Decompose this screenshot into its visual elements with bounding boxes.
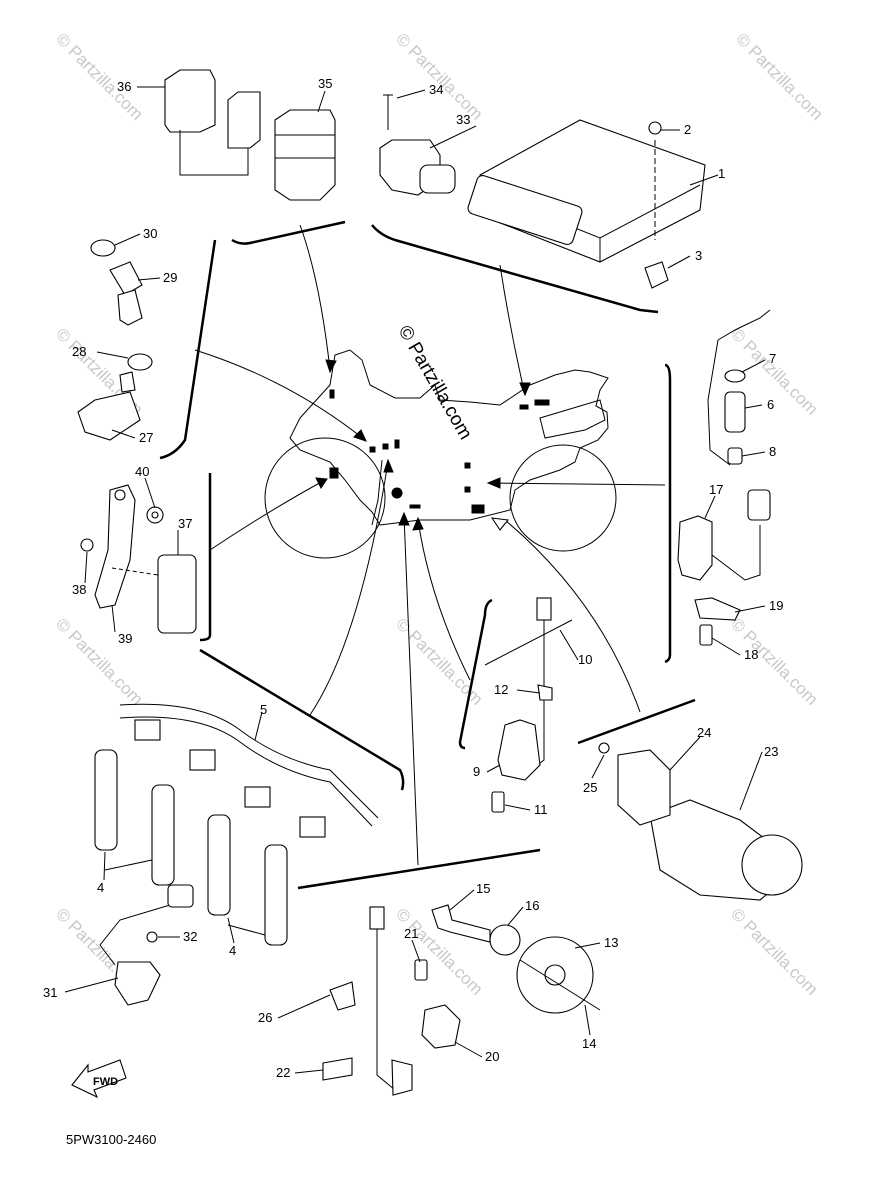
part-number-6: 6 bbox=[767, 397, 774, 412]
fwd-arrow: FWD bbox=[71, 1059, 127, 1099]
watermark: © Partzilla.com bbox=[392, 29, 486, 123]
watermark: © Partzilla.com bbox=[727, 614, 821, 708]
part-number-2: 2 bbox=[684, 122, 691, 137]
rotor-13-16-drawing bbox=[431, 904, 601, 1014]
part-number-34: 34 bbox=[429, 82, 443, 97]
part-number-24: 24 bbox=[697, 725, 711, 740]
watermark: © Partzilla.com bbox=[392, 614, 486, 708]
diagram-code: 5PW3100-2460 bbox=[66, 1132, 156, 1147]
part-number-37: 37 bbox=[178, 516, 192, 531]
part-number-9: 9 bbox=[473, 764, 480, 779]
part-number-30: 30 bbox=[143, 226, 157, 241]
wiring-harness-5-drawing bbox=[119, 703, 379, 838]
relay-35-drawing bbox=[274, 109, 336, 201]
sensor-17-19-drawing bbox=[677, 489, 771, 646]
part-number-40: 40 bbox=[135, 464, 149, 479]
bracket-37-40-drawing bbox=[80, 484, 197, 634]
ecu-1-drawing bbox=[467, 119, 706, 289]
part-number-1: 1 bbox=[718, 166, 725, 181]
leader-arrowheads bbox=[315, 359, 531, 531]
watermark-center: © Partzilla.com bbox=[394, 322, 476, 443]
sensor-27-28-drawing bbox=[77, 353, 153, 441]
part-number-28: 28 bbox=[72, 344, 86, 359]
part-number-36: 36 bbox=[117, 79, 131, 94]
part-number-38: 38 bbox=[72, 582, 86, 597]
part-number-10: 10 bbox=[578, 652, 592, 667]
watermark: © Partzilla.com bbox=[727, 904, 821, 998]
part-number-33: 33 bbox=[456, 112, 470, 127]
sensor-33-drawing bbox=[379, 94, 456, 196]
watermark: © Partzilla.com bbox=[52, 614, 146, 708]
part-number-27: 27 bbox=[139, 430, 153, 445]
part-number-16: 16 bbox=[525, 898, 539, 913]
part-number-13: 13 bbox=[604, 935, 618, 950]
sensor-6-8-drawing bbox=[707, 309, 771, 466]
bracket-lines bbox=[159, 220, 696, 890]
part-number-4a: 4 bbox=[97, 880, 104, 895]
part-number-7: 7 bbox=[769, 351, 776, 366]
part-number-14: 14 bbox=[582, 1036, 596, 1051]
component-markers bbox=[329, 389, 550, 514]
part-number-22: 22 bbox=[276, 1065, 290, 1080]
sensor-23-25-drawing bbox=[598, 742, 803, 901]
part-leader-lines bbox=[64, 86, 766, 1074]
part-number-31: 31 bbox=[43, 985, 57, 1000]
part-number-21: 21 bbox=[404, 926, 418, 941]
sensor-31-32-drawing bbox=[99, 884, 194, 1006]
part-number-26: 26 bbox=[258, 1010, 272, 1025]
part-number-4b: 4 bbox=[229, 943, 236, 958]
ignition-coil-4-drawing bbox=[94, 749, 288, 946]
part-number-35: 35 bbox=[318, 76, 332, 91]
fwd-label: FWD bbox=[93, 1076, 118, 1088]
watermark: © Partzilla.com bbox=[52, 29, 146, 123]
part-number-3: 3 bbox=[695, 248, 702, 263]
part-number-19: 19 bbox=[769, 598, 783, 613]
part-number-11: 11 bbox=[534, 802, 548, 817]
part-number-12: 12 bbox=[494, 682, 508, 697]
part-number-29: 29 bbox=[163, 270, 177, 285]
sensor-20-22-26-drawing bbox=[322, 906, 461, 1096]
part-number-20: 20 bbox=[485, 1049, 499, 1064]
relay-36-drawing bbox=[164, 69, 261, 176]
part-number-39: 39 bbox=[118, 631, 132, 646]
part-number-8: 8 bbox=[769, 444, 776, 459]
part-number-labels: 1 2 3 4 4 5 6 7 8 9 10 11 12 13 14 15 16… bbox=[43, 76, 783, 1080]
part-number-15: 15 bbox=[476, 881, 490, 896]
watermark: © Partzilla.com bbox=[732, 29, 826, 123]
switch-29-30-drawing bbox=[90, 239, 143, 326]
part-number-17: 17 bbox=[709, 482, 723, 497]
part-number-25: 25 bbox=[583, 780, 597, 795]
part-number-18: 18 bbox=[744, 647, 758, 662]
motorcycle-outline bbox=[264, 349, 617, 559]
part-number-5: 5 bbox=[260, 702, 267, 717]
relay-9-12-drawing bbox=[484, 597, 573, 813]
part-number-32: 32 bbox=[183, 929, 197, 944]
part-number-23: 23 bbox=[764, 744, 778, 759]
